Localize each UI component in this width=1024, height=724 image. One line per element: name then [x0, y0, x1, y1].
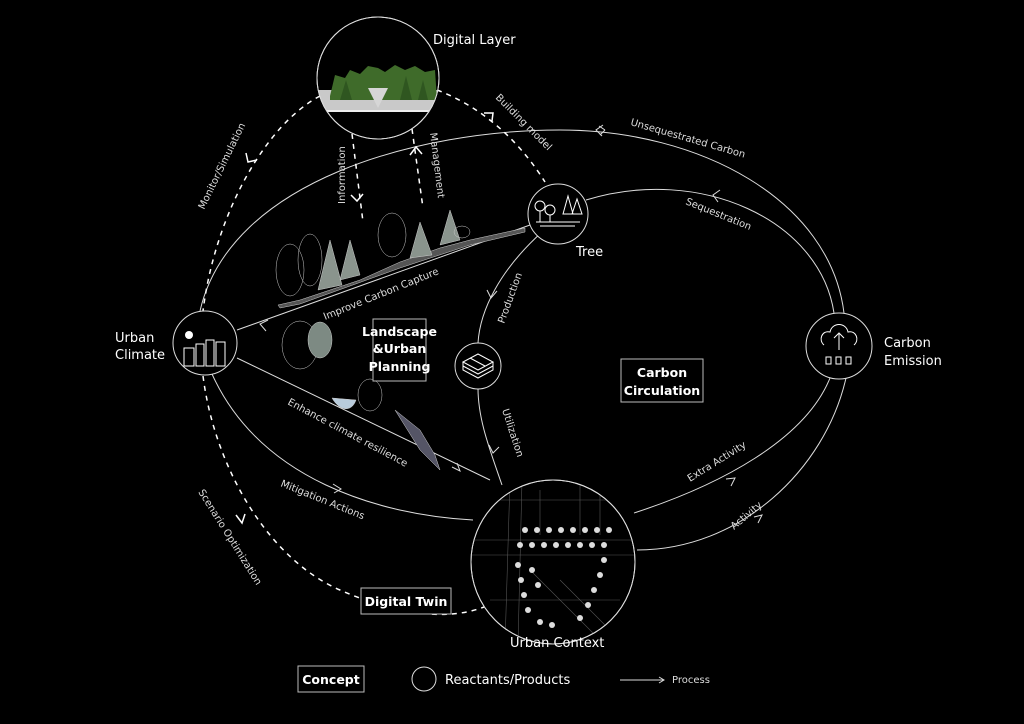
activity-line	[636, 377, 847, 551]
legend-circle-icon	[411, 666, 437, 692]
legend-arrow-icon	[620, 676, 665, 684]
carbon-emission-node[interactable]	[805, 312, 873, 380]
digital-twin-concept: Digital Twin	[360, 587, 452, 615]
digital-layer-node[interactable]	[316, 16, 440, 140]
factory-cloud-icon	[820, 324, 858, 365]
urban-climate-label-1: Urban	[115, 331, 154, 346]
svg-text:Landscape: Landscape	[362, 324, 437, 339]
utilization-label: Utilization	[499, 408, 525, 459]
urban-context-node[interactable]	[470, 479, 640, 645]
monitor-simulation-label: Monitor/Simulation	[197, 121, 248, 211]
forest-illustration-lower	[281, 320, 441, 471]
urban-context-label: Urban Context	[510, 636, 604, 651]
mitigation-line	[211, 373, 474, 521]
sequestration-label: Sequestration	[684, 197, 753, 233]
dashed-arrow-icons	[235, 112, 494, 525]
svg-text:Carbon: Carbon	[637, 365, 687, 380]
tree-icon	[534, 194, 583, 227]
carbon-emission-label-1: Carbon	[884, 336, 931, 351]
svg-text:Planning: Planning	[369, 359, 431, 374]
urban-climate-label-2: Climate	[115, 348, 165, 363]
information-line	[351, 133, 364, 223]
management-line	[411, 128, 424, 209]
svg-text:Digital Twin: Digital Twin	[365, 594, 448, 609]
legend-concept: Concept	[302, 672, 359, 687]
extra-activity-label: Extra Activity	[686, 440, 749, 485]
information-label: Information	[337, 146, 348, 204]
tree-node[interactable]	[527, 183, 589, 245]
tree-label: Tree	[575, 245, 603, 260]
digital-layer-forest-image	[317, 65, 439, 112]
scenario-optimization-line	[202, 375, 494, 616]
carbon-circulation-concept: Carbon Circulation	[620, 358, 704, 403]
enhance-resilience-line	[236, 357, 491, 481]
arrow-icons	[259, 124, 763, 524]
extra-activity-line	[633, 377, 831, 514]
landscape-planning-concept: Landscape &Urban Planning	[362, 318, 437, 382]
mitigation-actions-label: Mitigation Actions	[279, 479, 366, 523]
svg-text:&Urban: &Urban	[373, 341, 427, 356]
sequestration-line	[585, 188, 835, 314]
urban-map-image	[471, 480, 635, 644]
digital-layer-label: Digital Layer	[433, 33, 516, 48]
building-model-label: Building model	[493, 92, 554, 153]
utilization-line	[477, 387, 503, 486]
timber-block-icon	[461, 353, 495, 379]
urban-climate-node[interactable]	[172, 310, 238, 376]
svg-text:Circulation: Circulation	[624, 383, 700, 398]
legend: Concept Reactants/Products Process	[297, 665, 710, 693]
unsequestrated-carbon-line	[199, 129, 845, 314]
monitor-simulation-line	[202, 95, 321, 312]
forest-illustration-upper	[275, 209, 526, 309]
building-material-node[interactable]	[454, 342, 502, 390]
carbon-emission-label-2: Emission	[884, 354, 942, 369]
building-model-line	[436, 89, 546, 183]
management-label: Management	[427, 132, 446, 199]
production-line	[477, 231, 543, 344]
scenario-optimization-label: Scenario Optimization	[195, 488, 263, 588]
legend-reactants: Reactants/Products	[445, 673, 570, 688]
legend-process: Process	[672, 675, 710, 686]
city-sun-icon	[183, 331, 226, 367]
